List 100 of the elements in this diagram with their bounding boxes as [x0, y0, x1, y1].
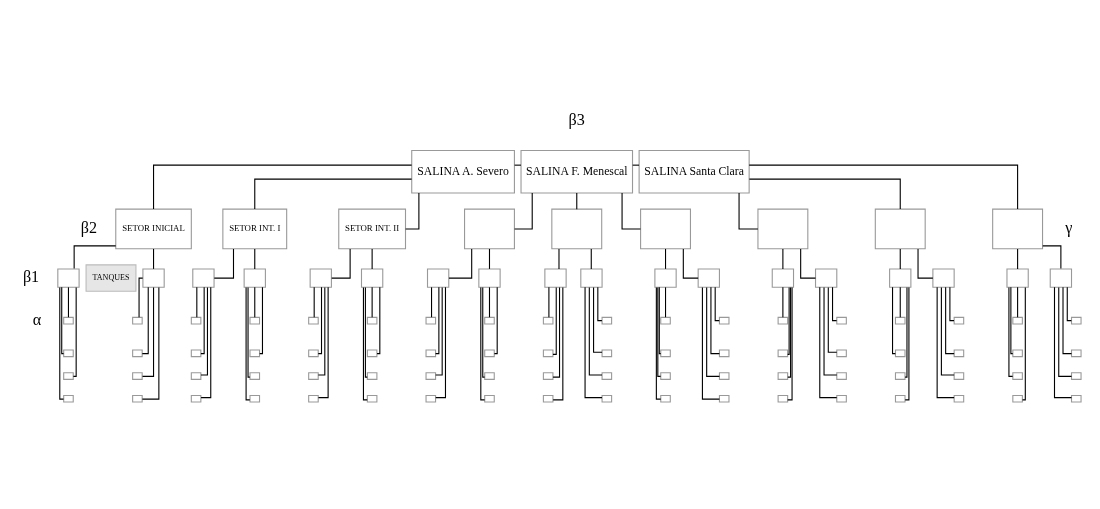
connector: [259, 286, 264, 354]
connector: [213, 247, 235, 279]
connector: [892, 286, 896, 354]
connector: [364, 286, 368, 378]
node-box: [249, 316, 261, 324]
node-box: [1012, 316, 1023, 324]
node-box: [757, 208, 809, 249]
connector: [254, 247, 256, 269]
node-box: [132, 348, 143, 357]
node-box: [190, 348, 202, 357]
connector: [904, 286, 910, 400]
node-box: [815, 267, 838, 288]
node-box: [366, 394, 378, 403]
node-box: [551, 208, 603, 249]
connector: [67, 286, 69, 318]
node-box: [243, 267, 266, 288]
node-box: [1070, 316, 1082, 324]
connector: [904, 286, 908, 378]
connector: [899, 247, 901, 269]
connector: [917, 247, 934, 279]
node-box: [426, 267, 450, 288]
connector: [899, 286, 901, 318]
connector: [141, 286, 155, 377]
node-box: [953, 371, 965, 380]
node-box: [660, 394, 671, 403]
node-box: [601, 316, 613, 324]
node-box: [718, 316, 730, 324]
node-box: [63, 348, 74, 357]
node-box: [542, 394, 554, 403]
node-box: [894, 316, 906, 324]
node-box: [1012, 394, 1023, 403]
connector: [706, 286, 720, 377]
connector: [317, 286, 329, 398]
connector: [1017, 286, 1019, 318]
node-box: [718, 371, 730, 380]
connector: [558, 247, 560, 269]
label: γ: [1065, 218, 1073, 236]
connector: [153, 164, 413, 210]
connector: [435, 286, 440, 354]
connector: [940, 286, 955, 375]
node-box: [132, 394, 143, 403]
connector: [431, 286, 433, 318]
connector: [682, 247, 699, 279]
connector: [588, 286, 603, 375]
connector: [584, 286, 603, 398]
node-box: [777, 316, 789, 324]
node-box: [542, 348, 554, 357]
connector: [782, 286, 784, 318]
node-box: [836, 316, 847, 324]
node-box: [1006, 267, 1029, 288]
connector: [488, 247, 491, 269]
node-box: SETOR INT. II: [338, 208, 407, 249]
connector: [1042, 244, 1062, 269]
connector: [748, 178, 901, 209]
node-box: [660, 371, 671, 380]
connector: [548, 286, 550, 318]
connector: [1062, 286, 1073, 354]
connector: [514, 164, 522, 166]
node-box: [953, 348, 965, 357]
connector: [621, 192, 642, 229]
node-box: [953, 394, 965, 403]
node-box: [1070, 348, 1082, 357]
node-box: [464, 208, 515, 249]
connector: [141, 286, 160, 400]
connector: [254, 178, 413, 209]
connector: [738, 192, 759, 229]
node-box: [777, 394, 789, 403]
node-box: [640, 208, 691, 249]
connector: [827, 286, 838, 353]
node-box: [718, 348, 730, 357]
node-box: [654, 267, 677, 288]
connector: [710, 286, 720, 354]
connector: [701, 286, 720, 400]
connector: [552, 286, 564, 400]
node-box: [484, 371, 495, 380]
node-box: [425, 348, 437, 357]
connector: [200, 286, 212, 398]
connector: [714, 286, 720, 321]
connector: [196, 286, 198, 318]
node-box: [132, 371, 143, 380]
node-box: [309, 267, 332, 288]
node-box: SETOR INT. I: [222, 208, 288, 249]
label: β1: [22, 267, 40, 285]
node-box: [366, 316, 378, 324]
connector: [632, 164, 640, 166]
node-box: [478, 267, 501, 288]
connector: [247, 286, 251, 378]
node-box: [601, 394, 613, 403]
connector: [819, 286, 838, 398]
node-box: [360, 267, 384, 288]
connector: [317, 286, 326, 375]
node-box: [425, 394, 437, 403]
node-box: [874, 208, 926, 249]
node-box: [1049, 267, 1073, 288]
connector: [748, 164, 1019, 210]
node-box: [484, 394, 495, 403]
node-box: [660, 348, 671, 357]
node-box: [1012, 348, 1023, 357]
node-box: [366, 371, 378, 380]
connector: [61, 286, 65, 354]
